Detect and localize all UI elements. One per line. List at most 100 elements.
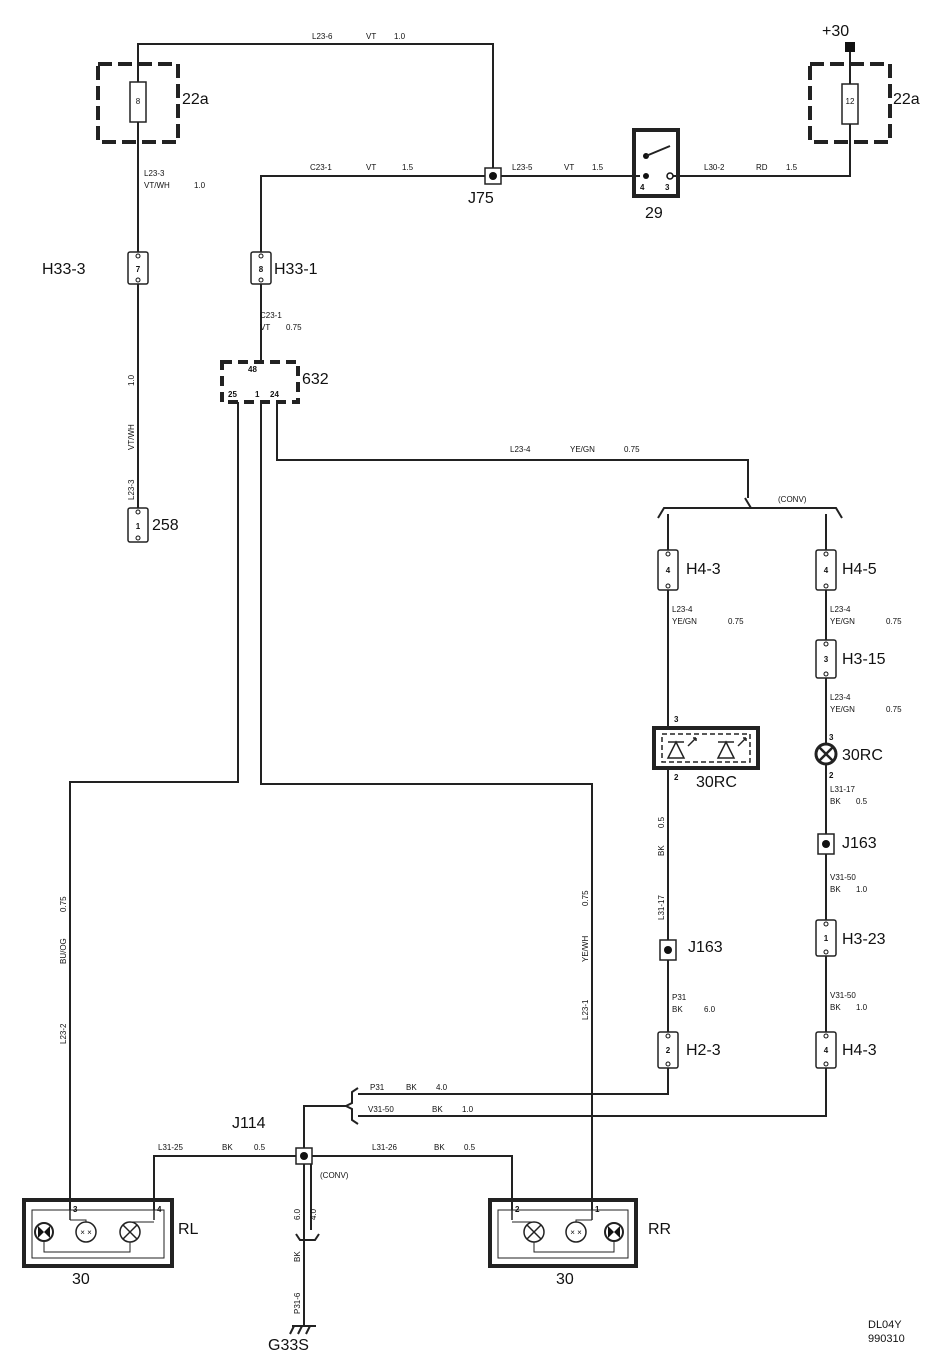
led-30rc-pin-top: 3 [674, 715, 679, 724]
wire-size: 4.0 [436, 1083, 448, 1092]
c632-pin-a: 25 [228, 390, 237, 399]
junction-dot-icon [822, 840, 830, 848]
h4-3-bottom-pin: 4 [824, 1046, 829, 1055]
wire-size: 1.0 [394, 32, 406, 41]
wire-id: V31-50 [830, 991, 856, 1000]
c632-pin-c: 24 [270, 390, 279, 399]
wire-id: L23-1 [581, 999, 590, 1020]
wire-label-l23-3-vert: 1.0 VT/WH L23-3 [127, 374, 136, 500]
h3-15-pin: 3 [824, 655, 829, 664]
wire-label-l23-1: 0.75 YE/WH L23-1 [581, 890, 590, 1020]
wire-l30-2 [672, 122, 851, 177]
ground-icon [289, 1325, 316, 1335]
led-icon [666, 737, 747, 759]
wire-v31-50-bottom [358, 1068, 827, 1117]
wire-size: 0.75 [59, 896, 68, 912]
fuse-right-label: 22a [893, 91, 920, 108]
h4-3-top-pin: 4 [666, 566, 671, 575]
wire-color: VT/WH [144, 181, 170, 190]
c632-label: 632 [302, 371, 329, 388]
wire-label-c23-1-top: C23-1 VT 1.5 [310, 163, 414, 172]
lamp-dual-filament-icon: × × [565, 1221, 587, 1243]
wire-size: 0.5 [254, 1143, 266, 1152]
lamp-dual-filament-icon: × × [75, 1221, 97, 1243]
wire-size: 1.0 [856, 1003, 868, 1012]
wire-label-p31-bottom: P31 BK 4.0 [370, 1083, 448, 1092]
wire-size: 0.75 [624, 445, 640, 454]
conv-bottom-label: (CONV) [320, 1171, 349, 1180]
c632-pin-b: 1 [255, 390, 260, 399]
wire-color: BU/OG [59, 938, 68, 964]
h33-3-label: H33-3 [42, 261, 86, 278]
wire-label-l31-17-right: L31-17 BK 0.5 [830, 785, 868, 806]
rl-label: RL [178, 1221, 199, 1238]
junction-j163-a: J163 [659, 939, 723, 961]
wire-color: VT [260, 323, 270, 332]
wire-color: BK [222, 1143, 233, 1152]
wire-color: VT/WH [127, 424, 136, 450]
wire-size: 6.0 [704, 1005, 716, 1014]
h3-23-label: H3-23 [842, 931, 886, 948]
connector-h2-3: 2 H2-3 [657, 1031, 721, 1069]
wire-color: YE/GN [830, 617, 855, 626]
lamp-dark-icon [604, 1222, 624, 1242]
wire-color: BK [657, 845, 666, 856]
wire-id: L23-3 [127, 479, 136, 500]
led-30rc-pin-bottom: 2 [674, 773, 679, 782]
switch-terminal-right-icon [666, 172, 674, 180]
wire-color: BK [830, 1003, 841, 1012]
wire-color: YE/GN [830, 705, 855, 714]
diagram-code: DL04Y [868, 1319, 902, 1331]
svg-text:× ×: × × [80, 1228, 92, 1237]
wire-size: 0.5 [464, 1143, 476, 1152]
led-module-30rc: 3 2 30RC [652, 715, 760, 791]
wire-conv-brace-tip [744, 497, 752, 509]
junction-dot-icon [300, 1152, 308, 1160]
wire-color: BK [672, 1005, 683, 1014]
wire-label-l23-5: L23-5 VT 1.5 [512, 163, 604, 172]
wire-label-l23-4-main: L23-4 YE/GN 0.75 [510, 445, 640, 454]
tail-lamp-rr: × × 2 1 RR 30 [488, 1198, 671, 1288]
wire-id: L23-5 [512, 163, 533, 172]
wire-label-l23-3-top: L23-3 VT/WH 1.0 [144, 169, 206, 190]
wire-label-l31-25: L31-25 BK 0.5 [158, 1143, 266, 1152]
wire-color: YE/WH [581, 936, 590, 962]
wire-color: YE/GN [672, 617, 697, 626]
diagram-date: 990310 [868, 1333, 905, 1345]
wire-size: 1.0 [127, 374, 136, 386]
wire-size: 1.5 [592, 163, 604, 172]
wire-label-l23-4-c: L23-4 YE/GN 0.75 [830, 693, 902, 714]
wire-id: V31-50 [368, 1105, 394, 1114]
switch-29: 4 3 29 [632, 128, 680, 222]
c632-pin-top: 48 [248, 365, 257, 374]
wire-color: BK [406, 1083, 417, 1092]
wire-label-ground: 6.0 4.0 BK P31-6 [293, 1208, 318, 1314]
rr-pin-left: 2 [515, 1205, 520, 1214]
h33-3-pin: 7 [136, 265, 141, 274]
wire-color: VT [366, 32, 376, 41]
wire-l23-2 [69, 402, 239, 1210]
connector-h4-5: 4 H4-5 [815, 549, 877, 591]
wire-size: 1.0 [194, 181, 206, 190]
diagram-footer: DL04Y 990310 [868, 1319, 905, 1345]
plus30-label: +30 [822, 23, 849, 40]
wire-id: C23-1 [310, 163, 332, 172]
wire-id: L23-2 [59, 1023, 68, 1044]
wire-label-p31: P31 BK 6.0 [672, 993, 716, 1014]
led-30rc-label: 30RC [696, 774, 737, 791]
wire-size: 0.75 [886, 705, 902, 714]
wire-color: YE/GN [570, 445, 595, 454]
wire-conv-brace [657, 507, 843, 519]
h3-23-pin: 1 [824, 934, 829, 943]
connector-h3-15: 3 H3-15 [815, 639, 886, 679]
junction-j75: J75 [468, 167, 502, 207]
junction-dot-icon [489, 172, 497, 180]
wire-size: 0.75 [581, 890, 590, 906]
h33-1-pin: 8 [259, 265, 264, 274]
connector-258: 1 258 [127, 507, 179, 543]
wire-id: P31 [672, 993, 687, 1002]
wire-id: L31-17 [830, 785, 855, 794]
wire-size: 0.5 [657, 816, 666, 828]
wire-ground-brace [295, 1233, 320, 1241]
switch-pin-right: 3 [665, 183, 670, 192]
